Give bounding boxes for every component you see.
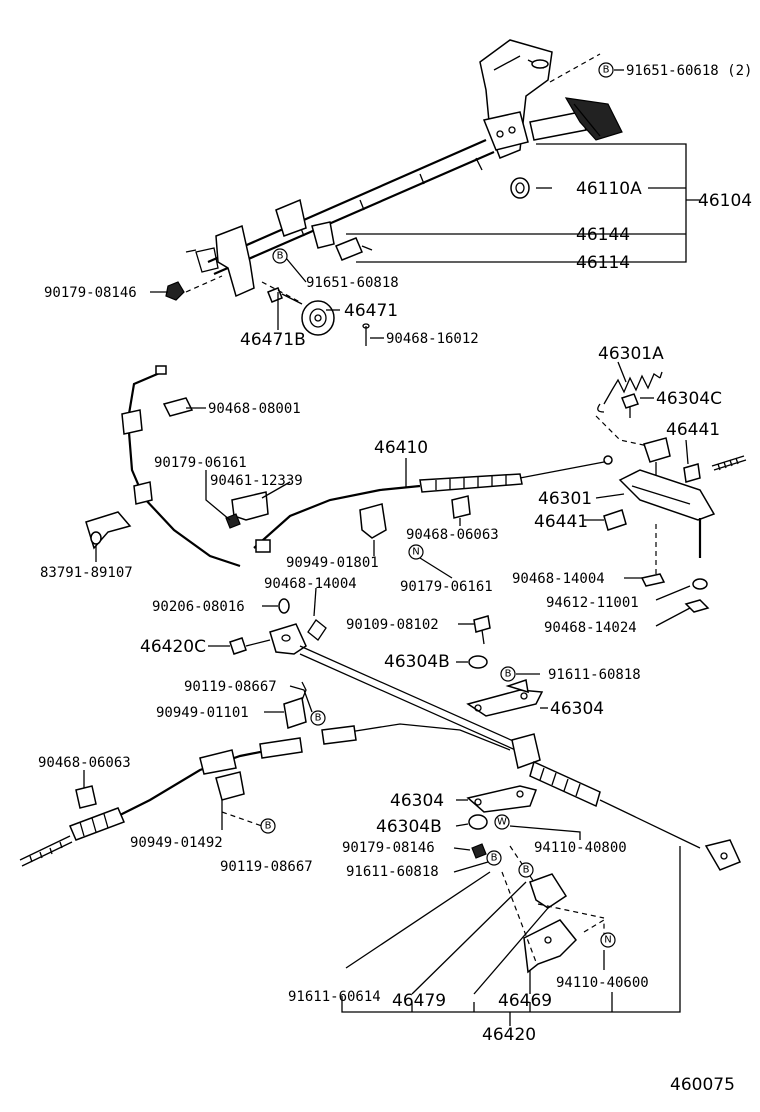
cable-assembly-46410 <box>85 365 747 613</box>
label-90949-01492: 90949-01492 <box>130 835 223 851</box>
label-46471B: 46471B <box>240 330 306 350</box>
marker-n-94110-40600: N <box>600 932 616 948</box>
marker-b-91651-60618-letter: B <box>603 65 610 76</box>
leader-lines <box>83 69 691 1026</box>
label-94612-11001: 94612-11001 <box>546 595 639 611</box>
label-46441-top: 46441 <box>666 420 720 440</box>
label-90949-01101: 90949-01101 <box>156 705 249 721</box>
label-46304-top: 46304 <box>550 699 604 719</box>
group-bracket-46104 <box>346 143 700 263</box>
label-90179-06161-b: 90179-06161 <box>400 579 493 595</box>
label-46420: 46420 <box>482 1025 536 1045</box>
marker-n-90179-06161-letter: N <box>412 547 419 558</box>
marker-b-91611-60818-top-letter: B <box>505 669 512 680</box>
label-83791-89107: 83791-89107 <box>40 565 133 581</box>
marker-b-90119-08667-top: B <box>310 710 326 726</box>
label-90468-16012: 90468-16012 <box>386 331 479 347</box>
marker-b-90119-08667-bottom-letter: B <box>265 821 272 832</box>
marker-w-94110-40800: W <box>494 814 510 830</box>
label-90468-14024: 90468-14024 <box>544 620 637 636</box>
label-90206-08016: 90206-08016 <box>152 599 245 615</box>
marker-b-91611-60818-bottom-letter: B <box>491 853 498 864</box>
marker-b-91611-60818-top: B <box>500 666 516 682</box>
label-91611-60614: 91611-60614 <box>288 989 381 1005</box>
marker-b-90119-08667-bottom: B <box>260 818 276 834</box>
label-91611-60818-top: 91611-60818 <box>548 667 641 683</box>
label-46479: 46479 <box>392 991 446 1011</box>
marker-b-91611-60614-letter: B <box>523 865 530 876</box>
marker-b-91651-60818-letter: B <box>277 251 284 262</box>
marker-b-91611-60818-bottom: B <box>486 850 502 866</box>
label-94110-40800: 94110-40800 <box>534 840 627 856</box>
label-91611-60818-bottom: 91611-60818 <box>346 864 439 880</box>
label-46304C: 46304C <box>656 389 722 409</box>
label-90179-06161-a: 90179-06161 <box>154 455 247 471</box>
brake-lever-assembly <box>165 39 623 346</box>
rear-cables-46420 <box>19 598 742 974</box>
label-90468-14004-right: 90468-14004 <box>512 571 605 587</box>
label-46304B-mid: 46304B <box>376 817 442 837</box>
label-94110-40600: 94110-40600 <box>556 975 649 991</box>
label-90949-01801: 90949-01801 <box>286 555 379 571</box>
label-90461-12339: 90461-12339 <box>210 473 303 489</box>
marker-b-91611-60614: B <box>518 862 534 878</box>
marker-w-94110-40800-letter: W <box>497 817 507 828</box>
label-90119-08667-bottom: 90119-08667 <box>220 859 313 875</box>
label-46469: 46469 <box>498 991 552 1011</box>
label-90109-08102: 90109-08102 <box>346 617 439 633</box>
marker-b-91651-60618: B <box>598 62 614 78</box>
marker-n-94110-40600-letter: N <box>604 935 611 946</box>
label-46144: 46144 <box>576 225 630 245</box>
label-46410: 46410 <box>374 438 428 458</box>
label-90179-08146-bottom: 90179-08146 <box>342 840 435 856</box>
label-91651-60818: 91651-60818 <box>306 275 399 291</box>
label-90119-08667-top: 90119-08667 <box>184 679 277 695</box>
label-90468-06063-b: 90468-06063 <box>38 755 131 771</box>
label-46304B-top: 46304B <box>384 652 450 672</box>
label-46104: 46104 <box>698 191 752 211</box>
marker-b-91651-60818: B <box>272 248 288 264</box>
marker-b-90119-08667-top-letter: B <box>315 713 322 724</box>
label-46301A: 46301A <box>598 344 664 364</box>
label-91651-60618: 91651-60618 (2) <box>626 63 752 79</box>
label-46301: 46301 <box>538 489 592 509</box>
label-90179-08146-top: 90179-08146 <box>44 285 137 301</box>
diagram-id: 460075 <box>670 1075 735 1095</box>
label-46420C: 46420C <box>140 637 206 657</box>
marker-n-90179-06161: N <box>408 544 424 560</box>
label-90468-06063-a: 90468-06063 <box>406 527 499 543</box>
label-46114: 46114 <box>576 253 630 273</box>
label-46110A: 46110A <box>576 179 642 199</box>
label-90468-14004-left: 90468-14004 <box>264 576 357 592</box>
label-90468-08001: 90468-08001 <box>208 401 301 417</box>
label-46304-mid: 46304 <box>390 791 444 811</box>
label-46441-mid: 46441 <box>534 512 588 532</box>
label-46471: 46471 <box>344 301 398 321</box>
